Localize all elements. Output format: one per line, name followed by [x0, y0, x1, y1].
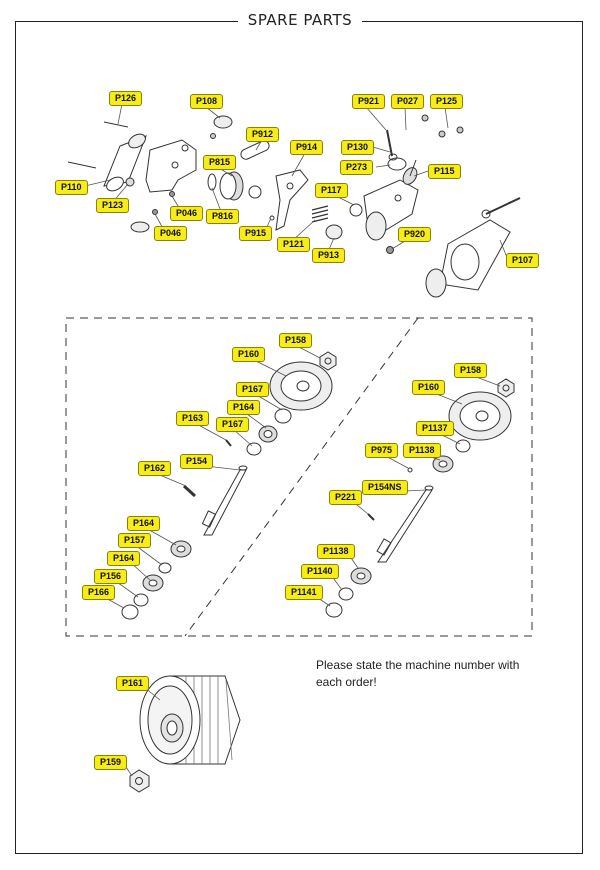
label-p273: P273	[340, 160, 374, 175]
left-shaft-group	[121, 351, 337, 620]
label-left-p158: P158	[279, 333, 313, 348]
label-p913: P913	[312, 248, 346, 263]
label-left-p164-c: P164	[107, 551, 141, 566]
label-p914: P914	[290, 140, 324, 155]
label-left-p164-a: P164	[227, 400, 261, 415]
order-note-line-2: each order!	[316, 675, 377, 689]
label-right-p1138-a: P1138	[403, 443, 441, 458]
label-right-p1137: P1137	[416, 421, 454, 436]
label-p815: P815	[203, 155, 237, 170]
label-p159: P159	[94, 755, 128, 770]
label-p115: P115	[428, 164, 461, 179]
label-left-p166: P166	[82, 585, 116, 600]
label-right-p1138-b: P1138	[317, 544, 355, 559]
label-right-p975: P975	[365, 443, 399, 458]
label-p046-a: P046	[170, 206, 204, 221]
label-left-p164-b: P164	[127, 516, 161, 531]
label-p161: P161	[116, 676, 150, 691]
right-shaft-group	[325, 378, 515, 618]
label-right-p1140: P1140	[301, 564, 339, 579]
label-left-p160: P160	[232, 347, 266, 362]
label-p121: P121	[277, 237, 311, 252]
label-p915: P915	[239, 226, 273, 241]
label-right-p221: P221	[329, 490, 363, 505]
label-p125: P125	[430, 94, 464, 109]
label-right-p1141: P1141	[285, 585, 323, 600]
label-p130: P130	[341, 140, 375, 155]
dashed-group-outline	[65, 317, 533, 637]
label-p107: P107	[506, 253, 540, 268]
label-p123: P123	[96, 198, 130, 213]
label-left-p156: P156	[94, 569, 128, 584]
label-p117: P117	[315, 183, 348, 198]
label-p921: P921	[352, 94, 386, 109]
order-note-line-1: Please state the machine number with	[316, 658, 520, 672]
label-left-p167-a: P167	[236, 382, 270, 397]
label-left-p157: P157	[118, 533, 152, 548]
dashed-divider	[184, 317, 419, 637]
label-right-p160: P160	[412, 380, 446, 395]
knurled-roller	[129, 675, 241, 793]
label-p110: P110	[55, 180, 88, 195]
order-note: Please state the machine number with eac…	[316, 657, 546, 691]
label-left-p162: P162	[138, 461, 172, 476]
label-p816: P816	[206, 209, 240, 224]
label-right-p158: P158	[454, 363, 488, 378]
label-p108: P108	[190, 94, 224, 109]
label-left-p167-b: P167	[216, 417, 250, 432]
label-p126: P126	[109, 91, 143, 106]
label-left-p154: P154	[180, 454, 214, 469]
label-p046-b: P046	[154, 226, 188, 241]
label-left-p163: P163	[176, 411, 210, 426]
label-p912: P912	[246, 127, 280, 142]
label-right-p154ns: P154NS	[362, 480, 408, 495]
label-p027: P027	[391, 94, 425, 109]
label-p920: P920	[398, 227, 432, 242]
